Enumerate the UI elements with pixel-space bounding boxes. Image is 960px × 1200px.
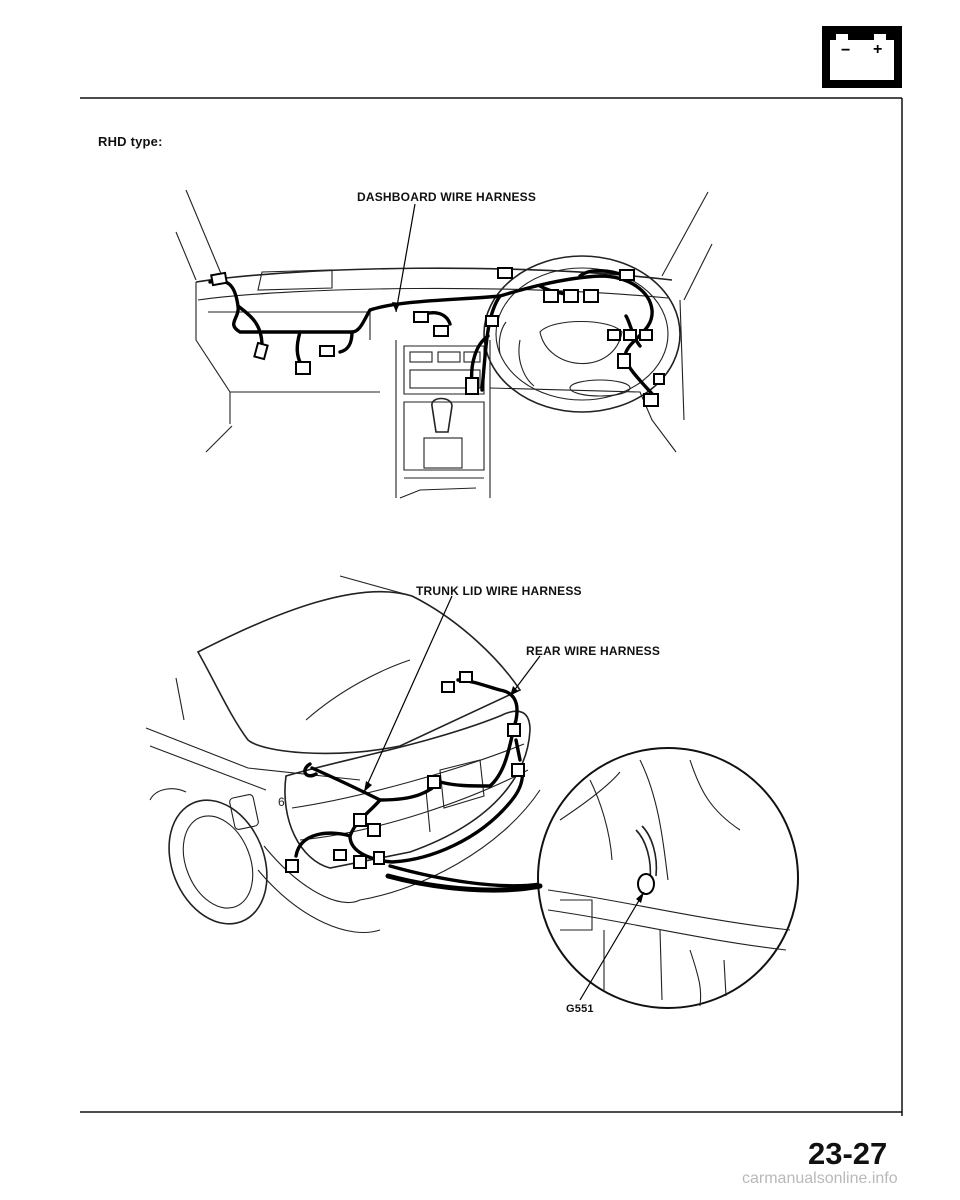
battery-icon: − + xyxy=(822,26,902,88)
battery-plus-sign: + xyxy=(873,41,883,58)
ground-point-label: G551 xyxy=(566,1003,594,1015)
trunk-lid-harness-label: TRUNK LID WIRE HARNESS xyxy=(416,584,582,598)
svg-text:6: 6 xyxy=(278,795,285,809)
page-number: 23-27 xyxy=(808,1136,888,1171)
battery-icon-graphic xyxy=(822,26,902,88)
dashboard-harness-label: DASHBOARD WIRE HARNESS xyxy=(357,190,537,204)
rear-harness-label: REAR WIRE HARNESS xyxy=(526,644,661,658)
battery-minus-sign: − xyxy=(841,42,851,59)
watermark: carmanualsonline.info xyxy=(742,1170,898,1187)
type-label: RHD type: xyxy=(98,134,163,149)
